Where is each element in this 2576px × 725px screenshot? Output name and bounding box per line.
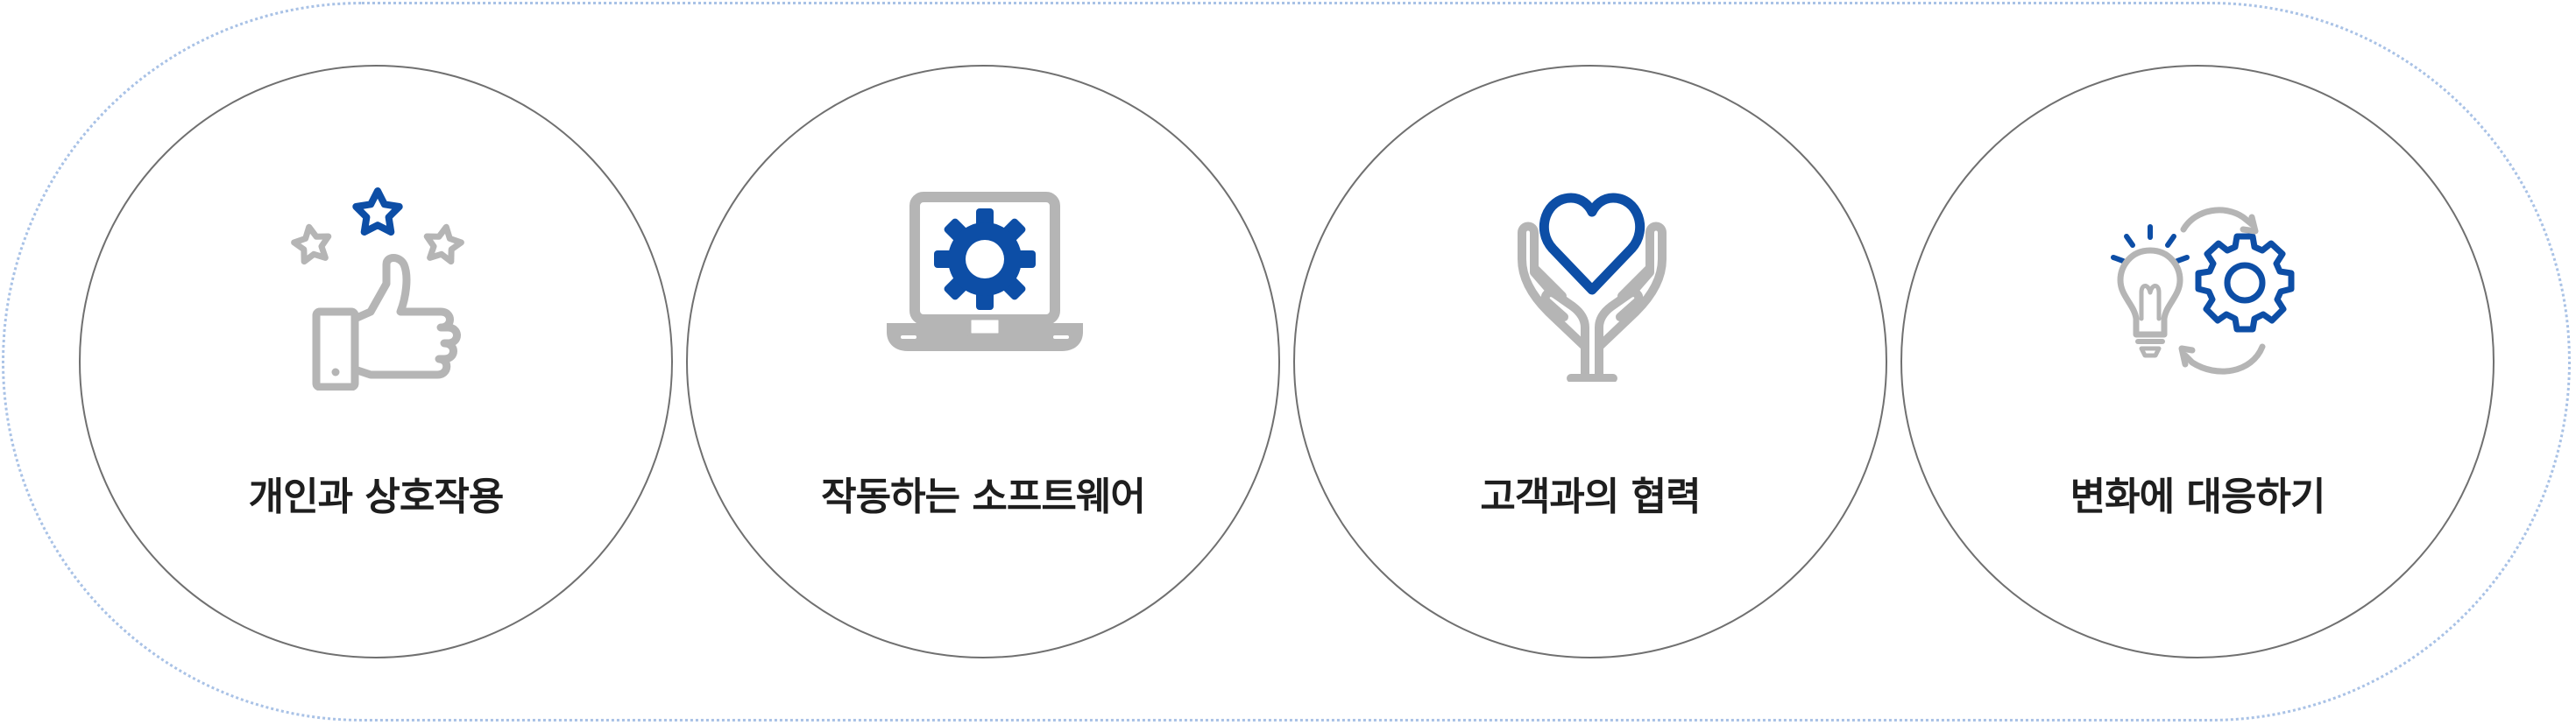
value-circle-working-software: 작동하는 소프트웨어 [686, 65, 1280, 658]
hands-heart-icon [1487, 172, 1697, 382]
laptop-gear-icon [880, 167, 1090, 377]
value-label: 개인과 상호작용 [248, 475, 505, 519]
thumbs-up-stars-icon [272, 180, 483, 391]
value-label: 고객과의 협력 [1480, 475, 1701, 519]
value-circle-responding-to-change: 변화에 대응하기 [1900, 65, 2495, 658]
value-circle-individuals: 개인과 상호작용 [79, 65, 673, 658]
value-label: 변화에 대응하기 [2070, 475, 2326, 519]
value-label: 작동하는 소프트웨어 [821, 475, 1146, 519]
value-circle-customer-collaboration: 고객과의 협력 [1293, 65, 1887, 658]
lightbulb-gear-cycle-icon [2094, 198, 2304, 408]
